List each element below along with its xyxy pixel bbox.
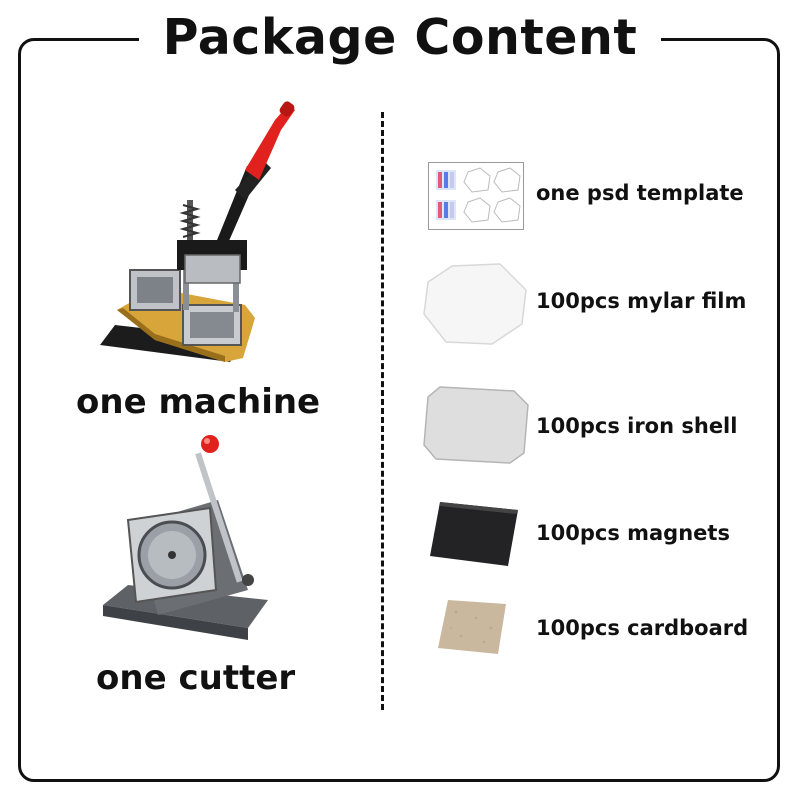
mylar-film-label: 100pcs mylar film: [536, 289, 747, 313]
iron-shell-label: 100pcs iron shell: [536, 414, 738, 438]
cardboard-icon: [438, 600, 506, 654]
psd-template-icon: [428, 162, 524, 230]
cardboard-label: 100pcs cardboard: [536, 616, 749, 640]
page-title: Package Content: [138, 12, 662, 62]
circle-cutter-icon: [103, 435, 268, 640]
machine-caption: one machine: [76, 382, 321, 422]
button-press-machine-icon: [100, 101, 295, 362]
cutter-caption: one cutter: [96, 658, 296, 698]
template-label: one psd template: [536, 181, 744, 205]
mylar-film-icon: [423, 263, 527, 345]
magnets-label: 100pcs magnets: [536, 521, 730, 545]
iron-shell-icon: [423, 386, 529, 464]
magnet-sheet-icon: [430, 502, 518, 566]
dashed-divider: [381, 112, 384, 710]
title-bar: Package Content: [0, 0, 800, 76]
